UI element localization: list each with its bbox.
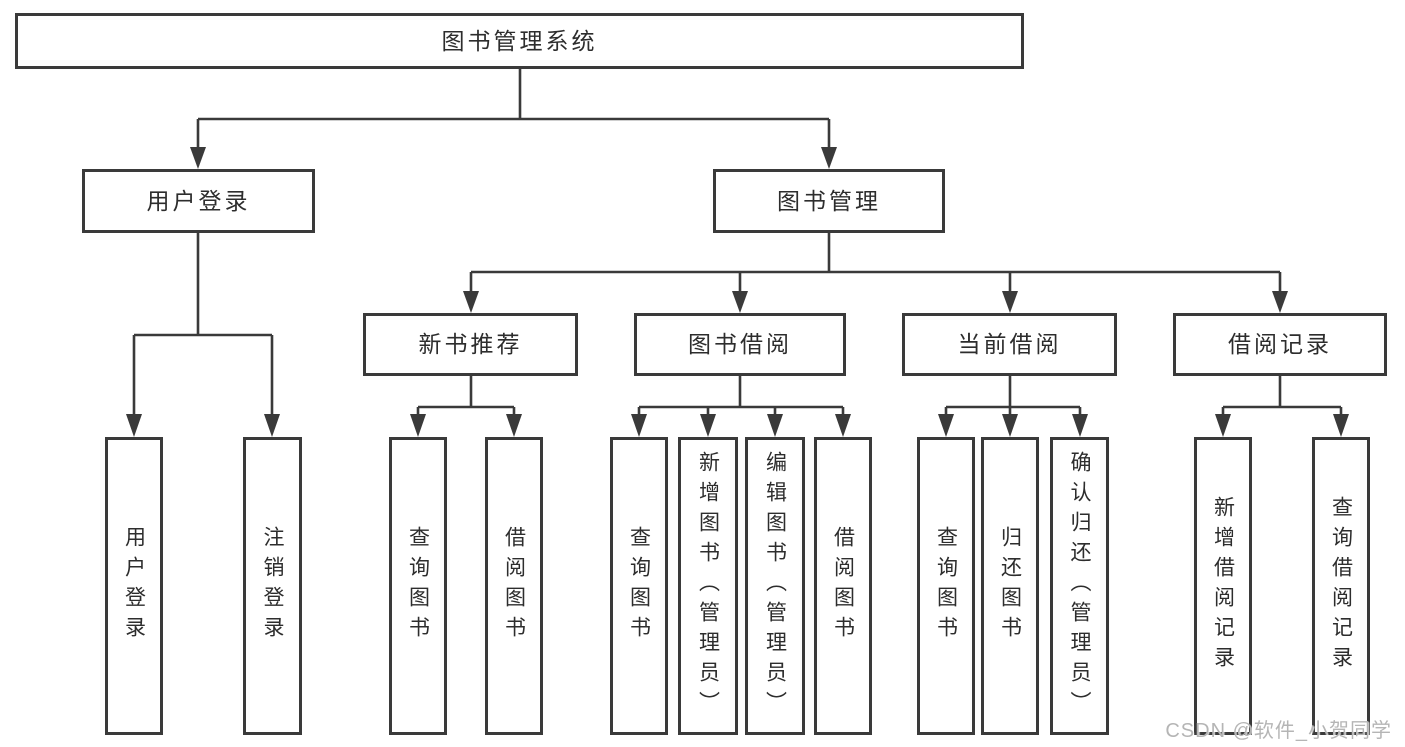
connector-user-login-children bbox=[132, 233, 274, 414]
connector-book-borrow-children bbox=[637, 376, 845, 416]
watermark: CSDN @软件_小贺同学 bbox=[1165, 720, 1392, 742]
arrow-down-icon bbox=[190, 147, 206, 169]
arrow-down-icon bbox=[1272, 291, 1288, 313]
leaf-add-books-admin: 新增图书（管理员） bbox=[678, 437, 738, 735]
arrow-down-icon bbox=[1215, 414, 1231, 437]
arrow-down-icon bbox=[631, 414, 647, 437]
connector-current-borrow-children bbox=[944, 376, 1082, 416]
leaf-borrow-books-recommend: 借阅图书 bbox=[485, 437, 543, 735]
connector-book-mgmt-children bbox=[469, 233, 1282, 293]
leaf-user-login: 用户登录 bbox=[105, 437, 163, 735]
node-new-book-recommend: 新书推荐 bbox=[363, 313, 578, 376]
connector-root-branches bbox=[196, 69, 831, 149]
arrow-down-icon bbox=[700, 414, 716, 437]
node-borrowing-records: 借阅记录 bbox=[1173, 313, 1387, 376]
arrow-down-icon bbox=[264, 414, 280, 437]
node-library-system: 图书管理系统 bbox=[15, 13, 1024, 69]
node-current-borrowing: 当前借阅 bbox=[902, 313, 1117, 376]
arrow-down-icon bbox=[1072, 414, 1088, 437]
leaf-borrow-books: 借阅图书 bbox=[814, 437, 872, 735]
connector-borrow-record-children bbox=[1221, 376, 1343, 416]
leaf-logout: 注销登录 bbox=[243, 437, 302, 735]
leaf-query-books-recommend: 查询图书 bbox=[389, 437, 447, 735]
arrow-down-icon bbox=[767, 414, 783, 437]
node-book-borrowing: 图书借阅 bbox=[634, 313, 846, 376]
leaf-query-books-current: 查询图书 bbox=[917, 437, 975, 735]
leaf-edit-books-admin: 编辑图书（管理员） bbox=[745, 437, 805, 735]
arrow-down-icon bbox=[1333, 414, 1349, 437]
leaf-return-books: 归还图书 bbox=[981, 437, 1039, 735]
arrow-down-icon bbox=[126, 414, 142, 437]
arrowheads bbox=[126, 147, 1349, 437]
arrow-down-icon bbox=[835, 414, 851, 437]
connector-new-book-children bbox=[416, 376, 516, 416]
leaf-query-borrow-record: 查询借阅记录 bbox=[1312, 437, 1370, 735]
leaf-confirm-return-admin: 确认归还（管理员） bbox=[1050, 437, 1109, 735]
arrow-down-icon bbox=[821, 147, 837, 169]
arrow-down-icon bbox=[1002, 291, 1018, 313]
arrow-down-icon bbox=[938, 414, 954, 437]
arrow-down-icon bbox=[463, 291, 479, 313]
node-user-login: 用户登录 bbox=[82, 169, 315, 233]
leaf-query-books-borrowing: 查询图书 bbox=[610, 437, 668, 735]
leaf-add-borrow-record: 新增借阅记录 bbox=[1194, 437, 1252, 735]
node-book-management: 图书管理 bbox=[713, 169, 945, 233]
arrow-down-icon bbox=[1002, 414, 1018, 437]
arrow-down-icon bbox=[506, 414, 522, 437]
arrow-down-icon bbox=[732, 291, 748, 313]
arrow-down-icon bbox=[410, 414, 426, 437]
